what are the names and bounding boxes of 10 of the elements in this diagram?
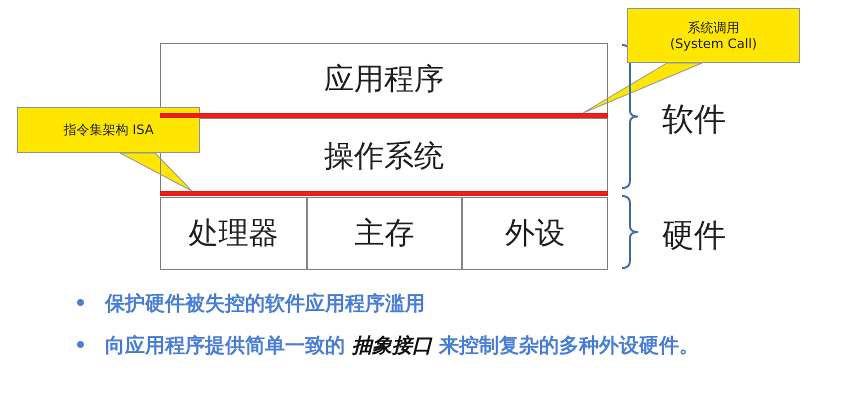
bullet-text: 保护硬件被失控的软件应用程序滥用 xyxy=(105,290,426,317)
callout-pointer xyxy=(582,62,702,114)
layer-label: 硬件 xyxy=(662,215,726,256)
hardware-cell: 外设 xyxy=(462,197,608,270)
hardware-cell: 处理器 xyxy=(160,197,307,270)
callout-box: 系统调用 (System Call) xyxy=(627,8,800,63)
bullet-text: 向应用程序提供简单一致的 抽象接口 来控制复杂的多种外设硬件。 xyxy=(105,332,700,359)
callout-pointer xyxy=(120,152,192,192)
hardware-cell: 主存 xyxy=(307,197,462,270)
layer-label: 软件 xyxy=(662,99,726,140)
